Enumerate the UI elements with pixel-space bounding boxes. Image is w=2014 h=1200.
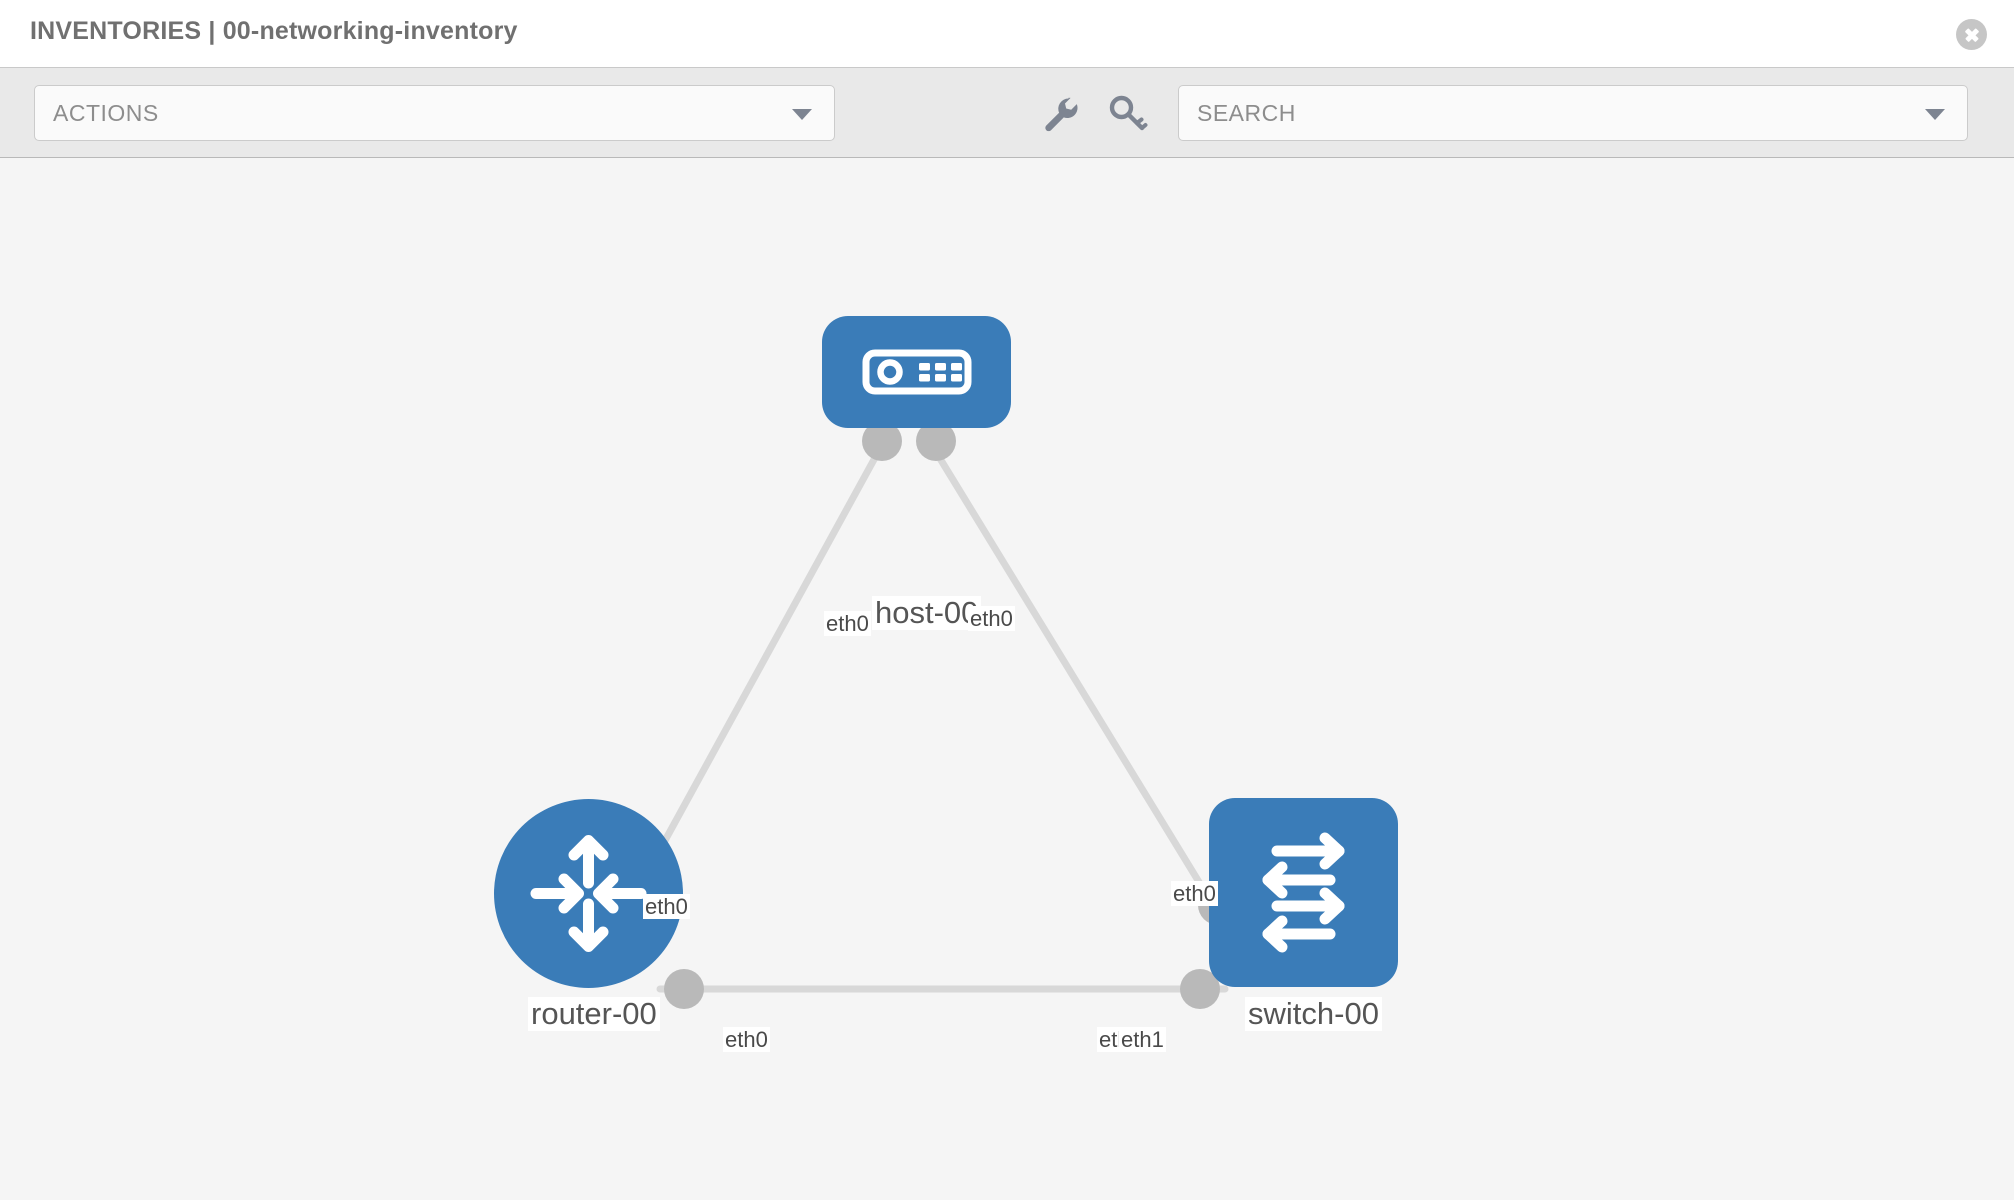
iface-label-router00-up: eth0 [643, 894, 690, 920]
iface-label-host00-left: eth0 [824, 611, 871, 637]
router-arrows-icon [530, 835, 647, 952]
page-title: INVENTORIES | 00-networking-inventory [30, 17, 518, 45]
key-icon[interactable] [1106, 92, 1148, 134]
iface-label-switch00-up: eth0 [1171, 881, 1218, 907]
actions-dropdown[interactable]: ACTIONS [34, 85, 835, 141]
actions-dropdown-label: ACTIONS [53, 100, 159, 126]
node-router-00-label: router-00 [528, 996, 660, 1032]
iface-label-router00-right: eth0 [723, 1027, 770, 1053]
node-switch-00-label: switch-00 [1245, 996, 1382, 1032]
iface-label-host00-right: eth0 [968, 606, 1015, 632]
close-icon[interactable] [1956, 19, 1987, 50]
node-router-00-shape [494, 799, 683, 988]
topology-canvas[interactable]: host-00 router-00 [0, 159, 2014, 1200]
iface-label-switch00-left: eth1 [1119, 1027, 1166, 1053]
server-appliance-icon [862, 349, 972, 395]
wrench-icon[interactable] [1039, 92, 1081, 134]
chevron-down-icon [792, 109, 812, 120]
switch-arrows-icon [1262, 832, 1345, 953]
toolbar: ACTIONS SEARCH [0, 68, 2014, 158]
node-host-00[interactable] [822, 316, 1011, 428]
chevron-down-icon[interactable] [1925, 109, 1945, 120]
node-switch-00[interactable] [1209, 798, 1398, 987]
node-router-00[interactable] [494, 799, 683, 988]
page-header: INVENTORIES | 00-networking-inventory [0, 0, 2014, 68]
node-host-00-shape [822, 316, 1011, 428]
node-host-00-label: host-00 [872, 595, 982, 631]
connector-router00-right[interactable] [664, 969, 704, 1009]
search-placeholder: SEARCH [1197, 100, 1296, 126]
search-input[interactable]: SEARCH [1178, 85, 1968, 141]
node-switch-00-shape [1209, 798, 1398, 987]
link-host00-switch00 [921, 430, 1247, 958]
